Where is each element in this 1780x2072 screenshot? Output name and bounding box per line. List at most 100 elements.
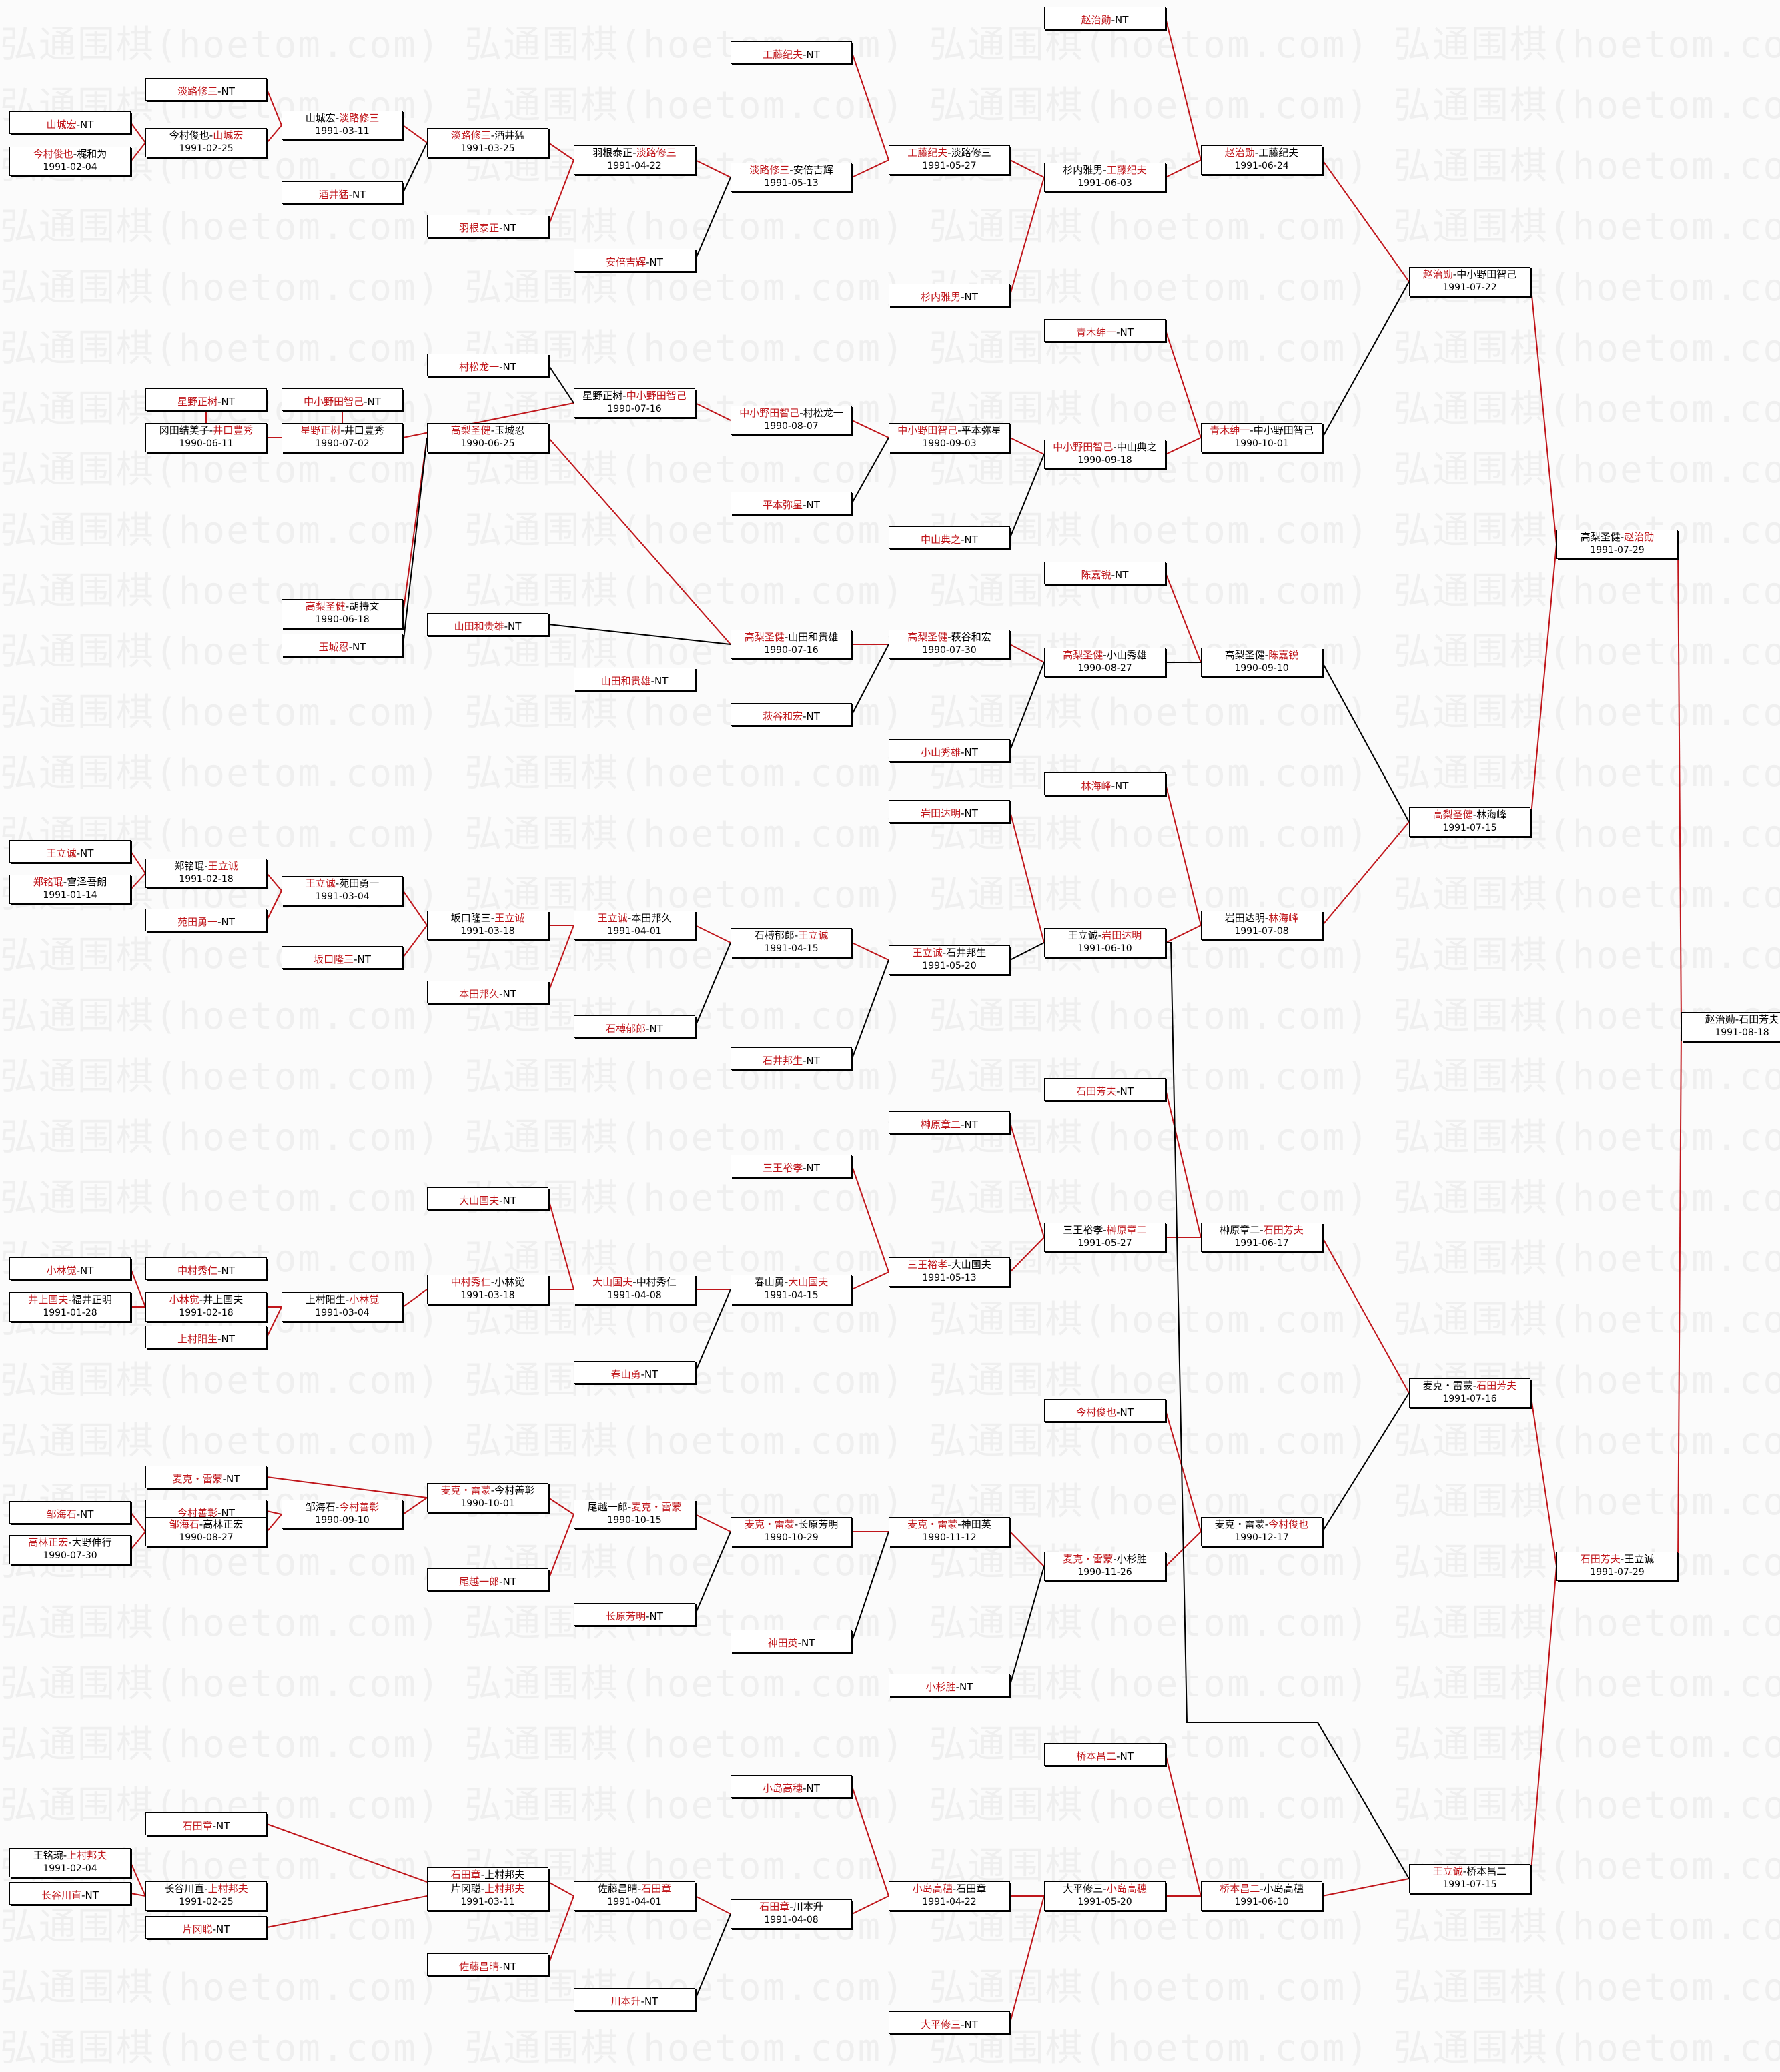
bracket-connector xyxy=(266,1823,428,1883)
bracket-connector xyxy=(695,159,731,178)
match-players: 王立诚-本田邦久 xyxy=(574,911,695,925)
player-separator: - xyxy=(947,631,951,643)
bracket-connector xyxy=(402,925,428,958)
match-date: 1990-09-10 xyxy=(315,1515,370,1526)
bye-marker: -NT xyxy=(961,291,978,303)
match-date: 1990-10-01 xyxy=(1234,438,1289,449)
bracket-connector xyxy=(1009,662,1045,751)
bye-marker: -NT xyxy=(803,1055,820,1067)
match-date: 1991-02-04 xyxy=(43,1863,97,1874)
match-date: 1991-05-20 xyxy=(922,961,977,971)
match-box: 大平修三-NT xyxy=(889,2011,1010,2034)
bracket-connector xyxy=(1165,572,1202,663)
match-players: 工藤纪夫-淡路修三 xyxy=(889,146,1009,160)
bye-marker: -NT xyxy=(803,1782,820,1794)
player-name-winner: 岩田达明 xyxy=(921,807,961,819)
player-separator: - xyxy=(1472,1380,1477,1392)
bracket-connector xyxy=(402,437,428,646)
match-date: 1991-05-27 xyxy=(922,161,977,171)
match-players: 今村俊也-梶和为 xyxy=(10,147,130,161)
match-players: 长谷川直-NT xyxy=(10,1883,130,1908)
match-players: 星野正树-中小野田智己 xyxy=(574,389,695,403)
player-name: 石田章 xyxy=(956,1883,987,1895)
player-separator: - xyxy=(947,1259,951,1271)
player-separator: - xyxy=(480,1883,485,1895)
player-name-winner: 工藤纪夫 xyxy=(763,49,803,61)
match-players: 中村秀仁-NT xyxy=(146,1258,266,1283)
player-name-winner: 高梨圣健 xyxy=(1063,649,1103,661)
match-box: 神田英-NT xyxy=(731,1630,852,1652)
player-name-winner: 佐藤昌晴 xyxy=(459,1961,500,1973)
match-players: 羽根泰正-NT xyxy=(428,215,548,241)
player-separator: - xyxy=(794,1518,799,1530)
player-name-winner: 邹海石 xyxy=(169,1518,199,1530)
match-date: 1990-07-30 xyxy=(43,1550,97,1561)
match-players: 青木绅一-中小野田智己 xyxy=(1202,424,1322,438)
player-name: 中山典之 xyxy=(1116,441,1157,453)
player-separator: - xyxy=(799,407,803,419)
match-players: 石榑郁郎-NT xyxy=(574,1016,695,1041)
player-separator: - xyxy=(63,1849,67,1861)
player-name: 川本升 xyxy=(793,1901,823,1913)
match-date: 1990-09-03 xyxy=(922,438,977,449)
player-name-winner: 山田和贵雄 xyxy=(600,675,651,687)
player-separator: - xyxy=(490,1276,495,1288)
player-name-winner: 高梨圣健 xyxy=(1432,809,1473,821)
match-date: 1991-07-16 xyxy=(1442,1394,1497,1404)
bye-marker: -NT xyxy=(217,916,235,928)
player-name-winner: 今村俊也 xyxy=(1076,1406,1117,1418)
player-separator: - xyxy=(490,129,495,141)
match-players: 高梨圣健-林海峰 xyxy=(1410,808,1530,822)
player-name-winner: 片冈聪 xyxy=(182,1923,213,1935)
player-name: 石榑郁郎 xyxy=(754,929,795,941)
player-separator: - xyxy=(1735,1013,1739,1025)
match-date: 1991-06-24 xyxy=(1234,161,1289,171)
bracket-connector xyxy=(851,420,889,438)
player-name: 中村秀仁 xyxy=(636,1276,677,1288)
match-box: 石田章-NT xyxy=(145,1812,267,1835)
player-name-winner: 三王裕孝 xyxy=(763,1162,803,1174)
match-players: 中小野田智己-中山典之 xyxy=(1045,440,1165,454)
bye-marker: -NT xyxy=(499,361,516,373)
match-players: 佐藤昌晴-石田章 xyxy=(574,1882,695,1896)
match-box: 榊原章二-NT xyxy=(889,1111,1010,1134)
bracket-connector xyxy=(1009,942,1045,961)
player-name-winner: 尾越一郎 xyxy=(459,1576,500,1588)
match-players: 春山勇-NT xyxy=(574,1362,695,1387)
player-name: 岩田达明 xyxy=(1224,912,1265,924)
match-players: 三王裕孝-榊原章二 xyxy=(1045,1223,1165,1237)
player-name-winner: 林海峰 xyxy=(1081,780,1111,792)
match-box: 安倍吉辉-NT xyxy=(574,249,695,272)
match-players: 萩谷和宏-NT xyxy=(731,704,851,729)
bye-marker: -NT xyxy=(1116,1750,1134,1762)
player-separator: - xyxy=(957,1518,961,1530)
match-date: 1990-07-16 xyxy=(764,645,819,656)
match-box: 大山国夫-NT xyxy=(427,1187,548,1210)
player-name-winner: 麦克・雷蒙 xyxy=(744,1518,795,1530)
bye-marker: -NT xyxy=(803,1162,820,1174)
match-players: 岩田达明-林海峰 xyxy=(1202,911,1322,925)
bye-marker: -NT xyxy=(212,1923,230,1935)
match-players: 麦克・雷蒙-小杉胜 xyxy=(1045,1552,1165,1566)
bye-marker: -NT xyxy=(348,641,366,653)
bracket-connector xyxy=(1009,1895,1045,2023)
bracket-connector xyxy=(695,1531,731,1615)
bracket-connector xyxy=(1009,437,1045,455)
player-name-winner: 岩田达明 xyxy=(1101,929,1142,941)
match-players: 中村秀仁-小林觉 xyxy=(428,1275,548,1289)
bracket-connector xyxy=(1530,544,1557,823)
bracket-connector xyxy=(1165,159,1202,178)
match-players: 长谷川直-上村邦夫 xyxy=(146,1882,266,1896)
bracket-connector xyxy=(851,1271,889,1290)
match-date: 1991-03-11 xyxy=(460,1897,515,1907)
bye-marker: -NT xyxy=(348,189,366,201)
